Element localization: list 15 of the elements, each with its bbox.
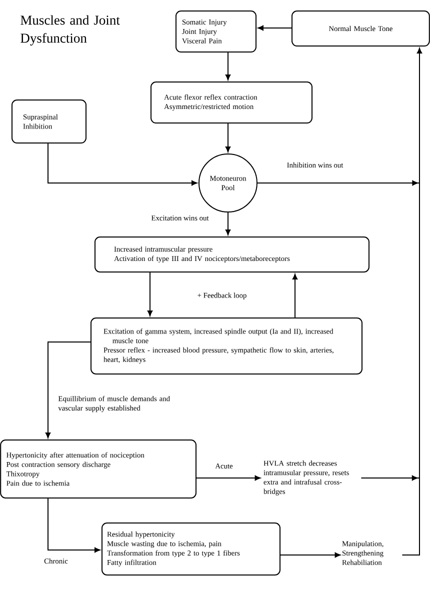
arrow bbox=[48, 498, 100, 553]
arrow bbox=[258, 25, 292, 31]
arrow bbox=[225, 212, 231, 236]
arrow bbox=[292, 274, 298, 318]
arrow bbox=[225, 52, 231, 80]
arrow bbox=[257, 180, 420, 186]
arrow bbox=[147, 272, 153, 316]
arrow bbox=[225, 123, 231, 152]
arrow bbox=[416, 48, 422, 556]
arrow bbox=[280, 552, 340, 558]
arrow bbox=[48, 143, 198, 186]
arrow bbox=[360, 475, 420, 481]
arrow bbox=[45, 342, 91, 438]
arrow bbox=[196, 475, 260, 481]
title: Muscles and Joint Dysfunction bbox=[20, 15, 120, 46]
